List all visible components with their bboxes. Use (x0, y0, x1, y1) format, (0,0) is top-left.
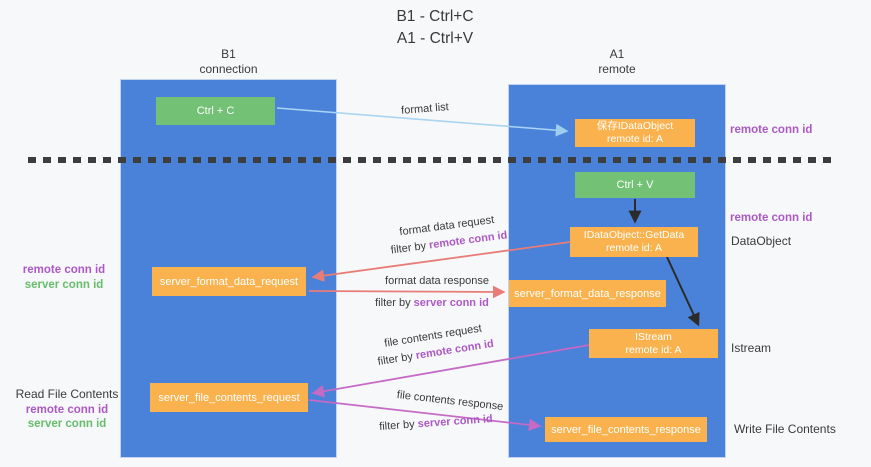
istream-side-label: Istream (731, 341, 772, 355)
server-file-contents-response-label: server_file_contents_response (551, 423, 701, 436)
save-idataobject-box: 保存IDataObject remote id: A (575, 119, 695, 147)
istream-box: IStream remote id: A (589, 329, 718, 358)
lane-header-right: A1 remote (508, 47, 726, 77)
ctrl-v-label: Ctrl + V (616, 179, 654, 191)
left-remote-conn-id-1: remote conn id (22, 264, 106, 276)
filter-by-text: filter by (378, 418, 416, 433)
lane-right-subtitle: remote (598, 62, 636, 76)
server-conn-id-text: server conn id (417, 413, 494, 431)
lane-header-left: B1 connection (120, 47, 337, 77)
lane-left-subtitle: connection (199, 62, 258, 76)
read-file-contents-label: Read File Contents (15, 387, 119, 401)
title-line-2: A1 - Ctrl+V (396, 30, 474, 47)
diagram-title: B1 - Ctrl+C A1 - Ctrl+V (330, 6, 540, 50)
server-format-data-request-label: server_format_data_request (159, 275, 299, 288)
format-data-request-label-group: format data request filter by remote con… (366, 208, 529, 263)
server-format-data-request-box: server_format_data_request (152, 267, 306, 296)
format-list-label: format list (400, 101, 450, 117)
getdata-line2: remote id: A (605, 242, 663, 254)
lane-left-name: B1 (221, 47, 236, 61)
server-conn-id-text: server conn id (413, 297, 489, 309)
format-data-response-label: format data response (385, 275, 489, 287)
getdata-line1: IDataObject::GetData (583, 229, 685, 241)
filter-by-text: filter by (375, 297, 411, 309)
filter-by-text: filter by (376, 350, 414, 369)
server-format-data-response-box: server_format_data_response (509, 280, 666, 307)
right-remote-conn-id-2: remote conn id (730, 212, 813, 224)
istream-line1: IStream (635, 330, 672, 343)
filter-by-server-conn-id-label-1: filter by server conn id (352, 295, 512, 312)
title-line-1: B1 - Ctrl+C (396, 8, 474, 25)
dataobject-label: DataObject (731, 234, 792, 248)
file-contents-request-label-group: file contents request filter by remote c… (350, 315, 518, 374)
right-remote-conn-id-1: remote conn id (730, 124, 813, 136)
save-idataobject-line1: 保存IDataObject (596, 120, 674, 132)
filter-by-text: filter by (390, 240, 427, 257)
left-conn-id-group: remote conn id server conn id (18, 263, 110, 293)
server-file-contents-request-label: server_file_contents_request (158, 391, 300, 404)
ctrl-c-box: Ctrl + C (156, 97, 275, 125)
save-idataobject-line2: remote id: A (606, 133, 664, 145)
format-data-response-arrow (308, 285, 506, 299)
istream-line2: remote id: A (625, 343, 682, 356)
left-server-conn-id-2: server conn id (27, 418, 107, 430)
read-file-contents-group: Read File Contents remote conn id server… (12, 385, 122, 431)
server-format-data-response-label: server_format_data_response (514, 287, 661, 300)
lane-right-name: A1 (609, 47, 625, 61)
idataobject-getdata-box: IDataObject::GetData remote id: A (570, 227, 698, 257)
left-remote-conn-id-2: remote conn id (25, 404, 109, 416)
server-file-contents-request-box: server_file_contents_request (150, 383, 308, 412)
ctrl-c-label: Ctrl + C (196, 105, 235, 117)
server-file-contents-response-box: server_file_contents_response (545, 417, 707, 442)
filter-by-server-conn-id-label-2: filter by server conn id (356, 409, 517, 437)
left-server-conn-id-1: server conn id (24, 279, 104, 291)
write-file-contents-label: Write File Contents (734, 422, 836, 436)
ctrl-v-box: Ctrl + V (575, 172, 695, 198)
